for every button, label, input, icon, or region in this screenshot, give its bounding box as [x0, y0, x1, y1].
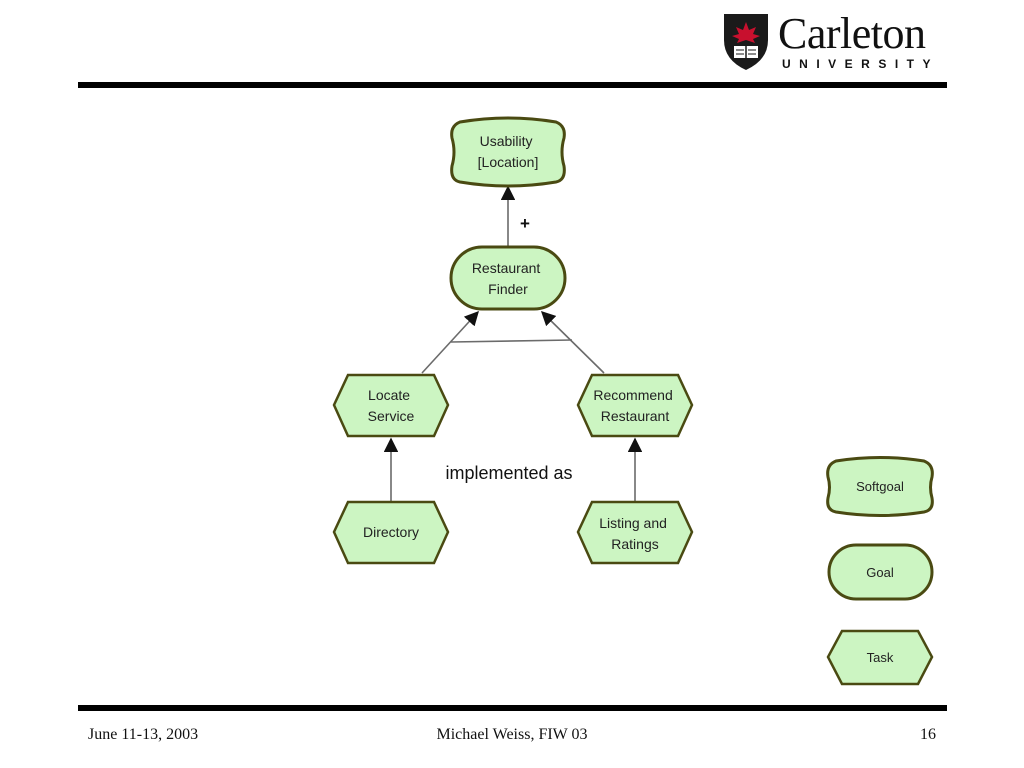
- svg-text:Recommend Restaurant: Recommend Restaurant: [593, 387, 676, 424]
- legend-goal: Goal: [827, 543, 934, 601]
- node-recommend-restaurant: Recommend Restaurant: [576, 373, 694, 438]
- legend-label: Task: [867, 650, 894, 665]
- footer-date: June 11-13, 2003: [88, 726, 199, 743]
- legend-label: Goal: [866, 565, 894, 580]
- svg-text:Directory: Directory: [363, 524, 419, 540]
- legend-softgoal: Softgoal: [826, 456, 934, 517]
- footer-rule: [78, 705, 947, 711]
- node-label: Ratings: [611, 536, 658, 552]
- legend-label: Softgoal: [856, 479, 904, 494]
- node-directory: Directory: [332, 500, 450, 565]
- node-label: Usability: [480, 133, 533, 149]
- node-listing-ratings: Listing and Ratings: [576, 500, 694, 565]
- node-label: Restaurant: [601, 408, 670, 424]
- edge-locate-to-finder: [421, 310, 479, 374]
- node-usability: Usability [Location]: [450, 116, 566, 188]
- svg-text:Listing and Ratings: Listing and Ratings: [599, 515, 671, 552]
- footer-author: Michael Weiss, FIW 03: [436, 726, 588, 743]
- header-rule: [78, 82, 947, 88]
- node-label: Locate: [368, 387, 410, 403]
- node-label: [Location]: [478, 154, 539, 170]
- svg-text:Locate Service: Locate Service: [368, 387, 415, 424]
- node-label: Finder: [488, 281, 528, 297]
- node-locate-service: Locate Service: [332, 373, 450, 438]
- node-label: Directory: [363, 524, 419, 540]
- node-label: Restaurant: [472, 260, 541, 276]
- legend-task: Task: [826, 629, 934, 686]
- svg-text:Usability [Location]: Usability [Location]: [478, 133, 539, 170]
- node-label: Service: [368, 408, 415, 424]
- page-number: 16: [920, 726, 936, 743]
- svg-text:Restaurant Finder: Restaurant Finder: [472, 260, 544, 297]
- and-decomposition-bar: [450, 339, 573, 343]
- shield-icon: [724, 14, 768, 70]
- edge-recommend-to-finder: [540, 310, 605, 374]
- contribution-label: +: [520, 214, 530, 233]
- node-restaurant-finder: Restaurant Finder: [449, 245, 567, 311]
- logo-wordmark: Carleton: [778, 9, 926, 58]
- carleton-logo: Carleton UNIVERSITY: [718, 10, 948, 74]
- node-label: Listing and: [599, 515, 667, 531]
- implemented-as-annotation: implemented as: [445, 463, 572, 483]
- node-label: Recommend: [593, 387, 672, 403]
- logo-subtitle: UNIVERSITY: [782, 57, 940, 71]
